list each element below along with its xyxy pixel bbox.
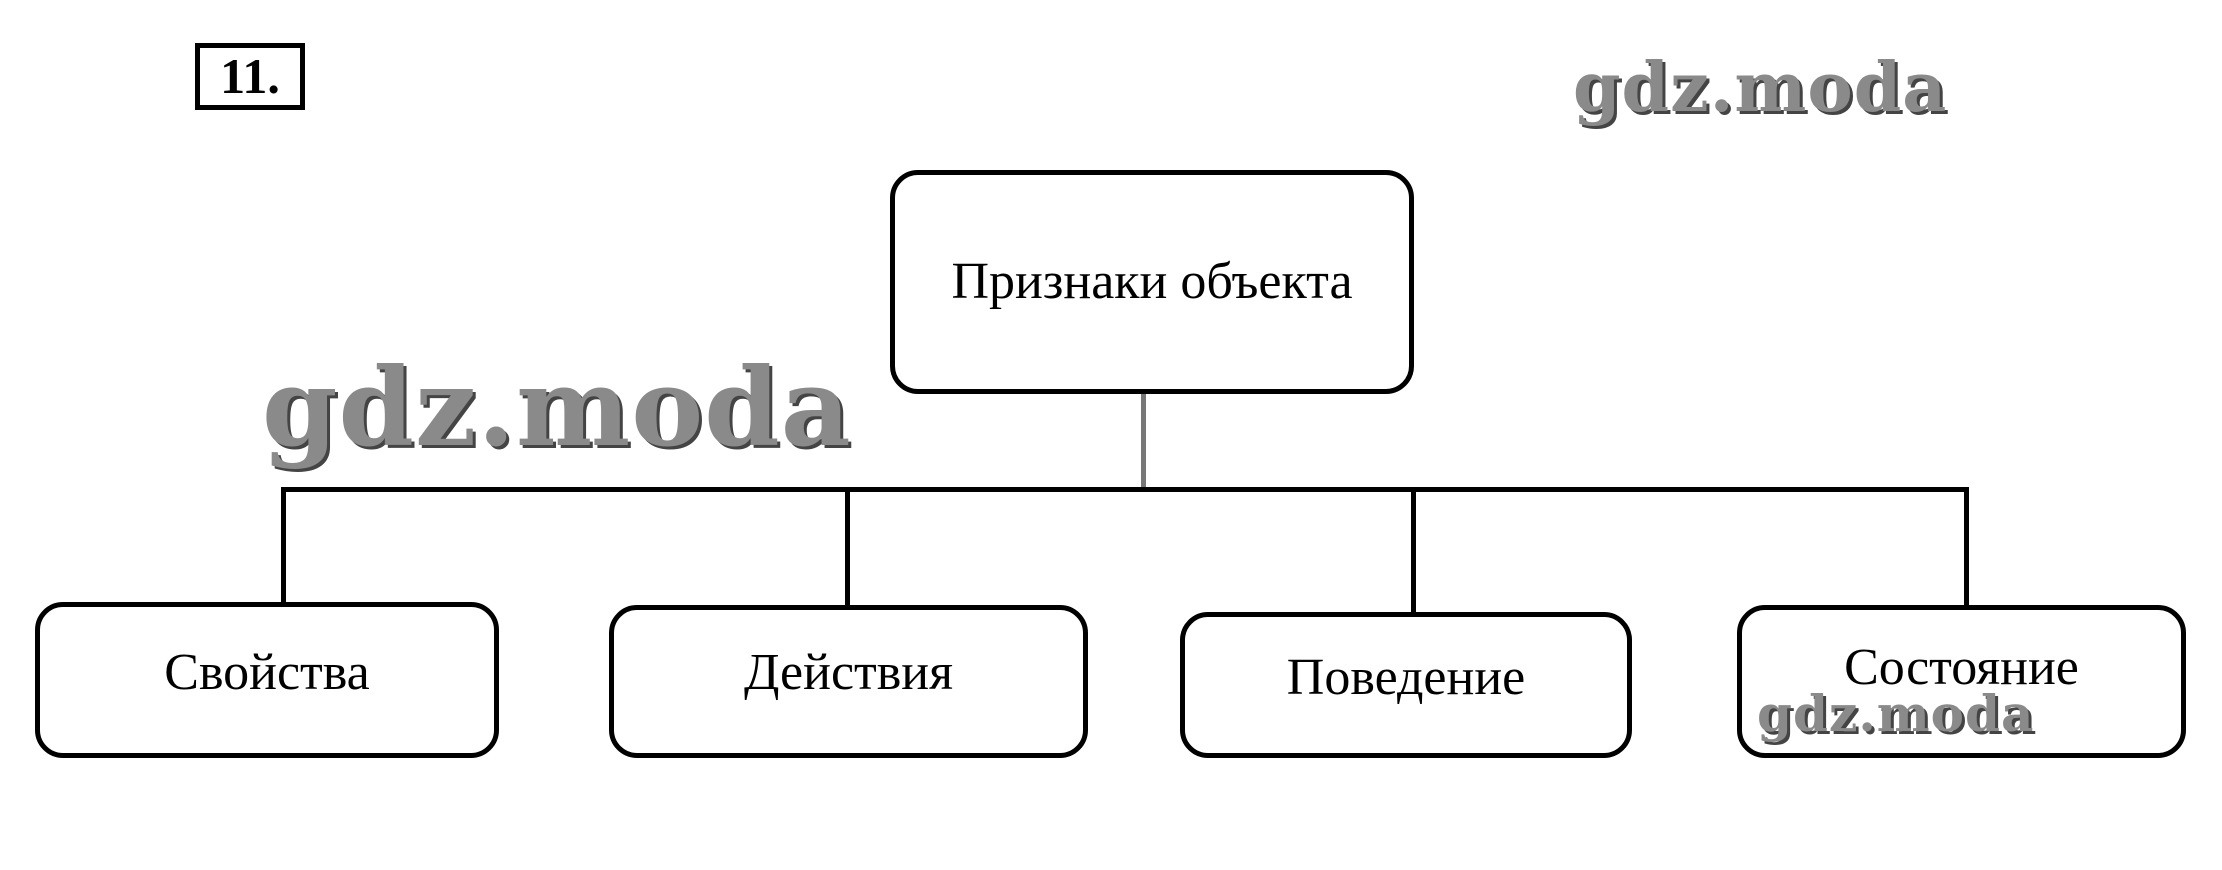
root-node: Признаки объекта bbox=[890, 170, 1414, 394]
connector-child-4 bbox=[1964, 487, 1969, 605]
child-node-label: Поведение bbox=[1286, 649, 1526, 706]
task-number: 11. bbox=[195, 43, 305, 110]
watermark-bottom-right: gdz.moda bbox=[1757, 684, 2035, 743]
child-node-label: Свойства bbox=[164, 644, 370, 701]
connector-child-3 bbox=[1411, 487, 1416, 612]
root-node-label: Признаки объекта bbox=[951, 252, 1353, 310]
child-node-actions: Действия bbox=[609, 605, 1088, 758]
child-node-state: Состояние bbox=[1737, 605, 2186, 758]
connector-root-vertical bbox=[1141, 394, 1146, 489]
watermark-top-right: gdz.moda bbox=[1573, 48, 1948, 128]
child-node-label: Действия bbox=[743, 644, 954, 701]
connector-child-1 bbox=[281, 487, 286, 604]
connector-horizontal bbox=[281, 487, 1969, 492]
child-node-properties: Свойства bbox=[35, 602, 499, 758]
connector-child-2 bbox=[845, 487, 850, 605]
watermark-middle-left: gdz.moda bbox=[262, 345, 852, 471]
child-node-behavior: Поведение bbox=[1180, 612, 1632, 758]
child-node-label: Состояние bbox=[1844, 639, 2079, 696]
